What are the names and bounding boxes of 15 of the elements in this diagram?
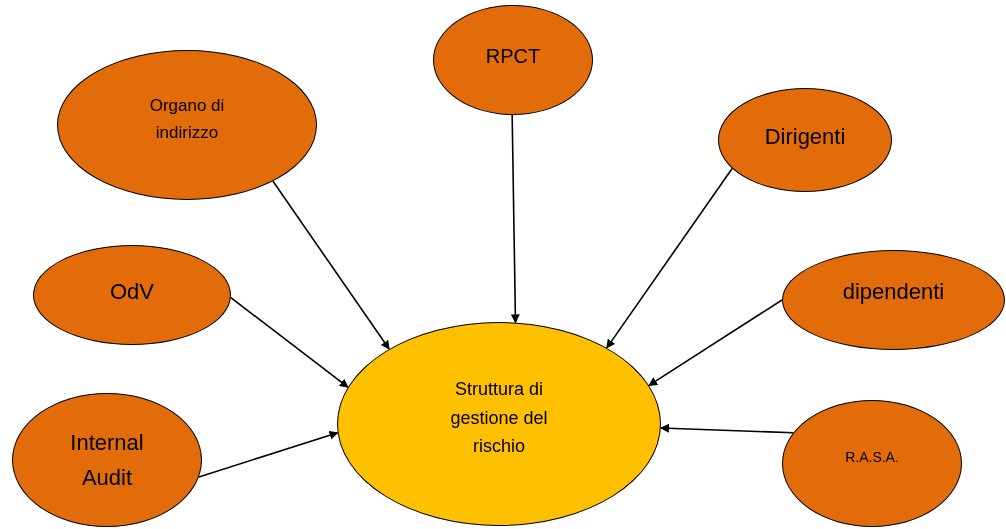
node-label: Internal Audit <box>69 428 145 492</box>
arrow <box>230 296 349 389</box>
arrow <box>606 167 733 349</box>
arrow <box>510 114 520 324</box>
node-label: Struttura di gestione del rischio <box>449 377 549 459</box>
arrow <box>648 299 783 387</box>
node-label: R.A.S.A. <box>845 448 899 468</box>
arrow <box>660 423 795 434</box>
node-label: RPCT <box>485 44 541 69</box>
node-label: OdV <box>110 278 154 307</box>
node-label: Organo di indirizzo <box>148 94 226 144</box>
node-label: dipendenti <box>842 278 945 307</box>
arrow <box>272 180 390 350</box>
arrow <box>198 431 339 478</box>
node-label: Dirigenti <box>764 123 846 152</box>
